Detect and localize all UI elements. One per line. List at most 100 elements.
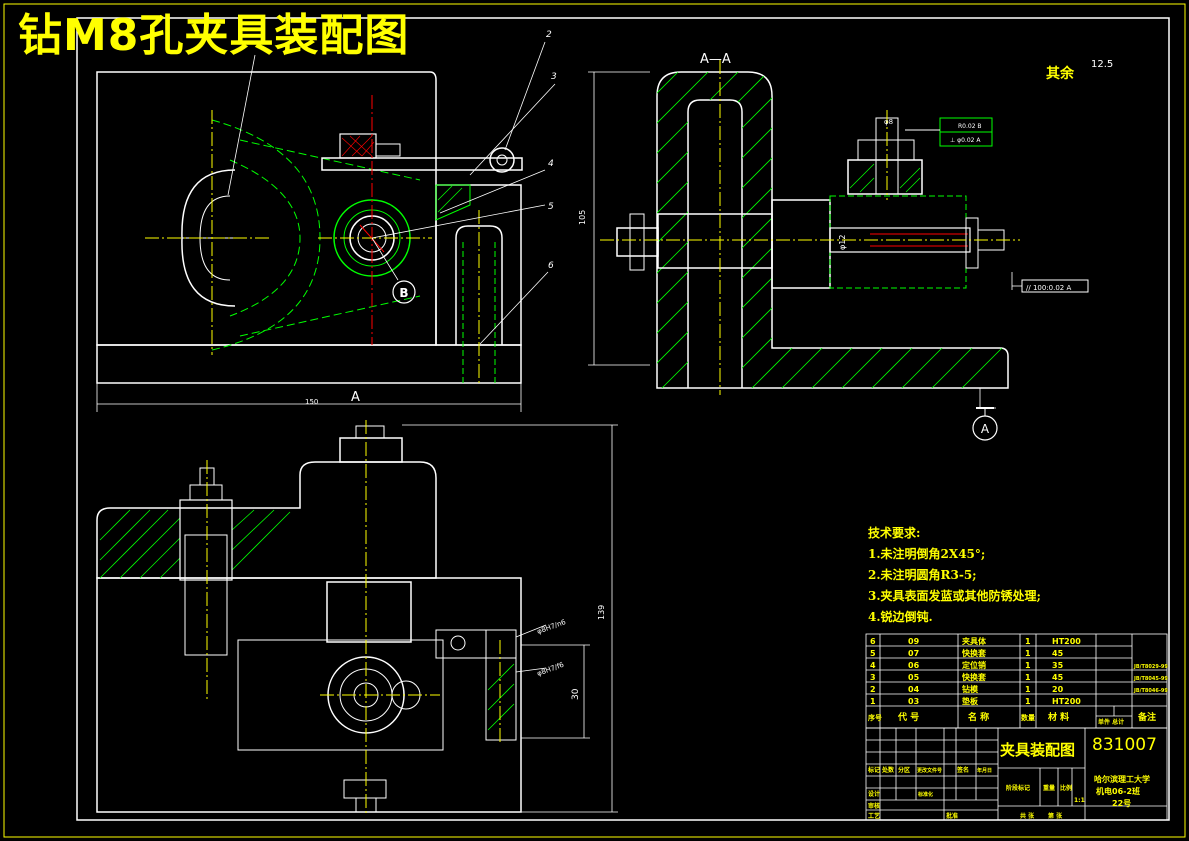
datum-b-label: B <box>399 286 408 300</box>
roughness-symbol: 12.5 <box>1091 59 1114 70</box>
bom-qty: 1 <box>1025 697 1031 706</box>
bom-seq: 1 <box>870 697 876 706</box>
fit-1: φ8H7/n6 <box>536 618 567 636</box>
front-view: 139 30 φ8H7/n6 φ8H7/f6 <box>96 420 618 815</box>
bom-material: 20 <box>1052 685 1064 694</box>
section-label: A—A <box>700 52 731 67</box>
callout-2: 2 <box>546 30 552 40</box>
tb-label: 设计 <box>868 790 880 798</box>
datum-a-label: A <box>981 422 990 436</box>
tech-heading: 技术要求: <box>868 526 921 540</box>
tb-label: 批准 <box>946 812 958 820</box>
section-a-a: A—A <box>578 52 1089 441</box>
bom-header-note: 备注 <box>1137 711 1156 723</box>
tb-label: 比例 <box>1060 784 1072 792</box>
callout-4: 4 <box>548 159 554 169</box>
bom-qty: 1 <box>1025 673 1031 682</box>
tb-label: 签名 <box>956 766 969 774</box>
bom-qty: 1 <box>1025 649 1031 658</box>
tolerance-2: // 100:0.02 A <box>1026 284 1071 292</box>
school-name: 哈尔滨理工大学 <box>1094 774 1150 784</box>
bom-qty: 1 <box>1025 661 1031 670</box>
technical-requirements: 技术要求: 1.未注明倒角2X45°; 2.未注明圆角R3-5; 3.夹具表面发… <box>868 523 1041 628</box>
bom-header-code: 代 号 <box>897 711 919 723</box>
student-number: 22号 <box>1112 799 1131 808</box>
dim-d12: φ12 <box>838 235 847 250</box>
bom-rows: 6 09 夹具体 1 HT200 5 07 快换套 1 45 4 06 定位销 … <box>867 636 1168 726</box>
bom-header-qty: 数量 <box>1021 713 1035 722</box>
drawing-name: 夹具装配图 <box>1000 741 1075 759</box>
tech-item-1: 1.未注明倒角2X45°; <box>868 547 986 561</box>
view-a-label: A <box>351 390 360 405</box>
tb-label: 第 张 <box>1047 812 1063 820</box>
bom-code: 07 <box>908 649 919 658</box>
tech-item-3: 3.夹具表面发蓝或其他防锈处理; <box>868 589 1041 603</box>
callout-5: 5 <box>548 202 554 212</box>
bom-seq: 2 <box>870 685 876 694</box>
tb-label: 标记 <box>867 766 880 774</box>
bom-name: 夹具体 <box>962 636 987 646</box>
dim-height-side: 105 <box>578 210 587 225</box>
tb-label: 标准化 <box>917 791 933 798</box>
bom-code: 05 <box>908 673 920 682</box>
dim-30: 30 <box>571 688 581 700</box>
bom-header-material: 材 料 <box>1047 711 1069 723</box>
bom-code: 06 <box>908 661 920 670</box>
bom-std: JB/T8029-99 <box>1133 664 1168 670</box>
dim-height-bottom: 139 <box>597 605 606 620</box>
bom-material: HT200 <box>1052 697 1081 706</box>
tb-label: 重量 <box>1043 784 1055 792</box>
tb-label: 更改文件号 <box>917 767 942 774</box>
bom-seq: 3 <box>870 673 876 682</box>
bom-material: 45 <box>1052 673 1064 682</box>
rest-note: 其余 <box>1046 66 1074 82</box>
tb-label: 共 张 <box>1020 812 1035 820</box>
bom-qty: 1 <box>1025 685 1031 694</box>
bom-code: 03 <box>908 697 919 706</box>
dim-d8: φ8 <box>884 118 893 126</box>
title-block-text: 夹具装配图 831007 哈尔滨理工大学 机电06-2班 22号 1:1 标记 … <box>867 735 1157 820</box>
callout-6: 6 <box>548 261 554 271</box>
class-name: 机电06-2班 <box>1096 786 1140 796</box>
title-block <box>865 727 1168 821</box>
tb-label: 年月日 <box>977 767 992 774</box>
bom-seq: 5 <box>870 649 876 658</box>
outer-border <box>3 3 1186 838</box>
callout-3: 3 <box>551 72 557 82</box>
bom-material: HT200 <box>1052 637 1081 646</box>
bom-name: 定位销 <box>961 660 986 670</box>
bom-seq: 4 <box>870 661 876 670</box>
bom-name: 钻模 <box>962 684 979 694</box>
bom-material: 45 <box>1052 649 1064 658</box>
tech-item-4: 4.锐边倒钝. <box>868 610 933 624</box>
tech-item-2: 2.未注明圆角R3-5; <box>868 568 977 582</box>
bom-header-seq: 序号 <box>867 713 882 722</box>
bom-std: JB/T8045-99 <box>1133 676 1168 682</box>
tb-label: 工艺 <box>868 812 880 820</box>
bom-code: 04 <box>908 685 920 694</box>
tb-label: 审核 <box>868 802 880 810</box>
tb-label: 处数 <box>881 766 895 774</box>
inner-border <box>76 17 1170 821</box>
bom-seq: 6 <box>870 637 876 646</box>
drawing-title: 钻M8孔夹具装配图 <box>18 10 410 61</box>
bom-code: 09 <box>908 637 920 646</box>
top-view: B 150 A 2 3 4 5 6 <box>96 30 557 412</box>
bom-header-name: 名 称 <box>968 711 989 723</box>
bom-header-weight: 单件 总计 <box>1098 718 1124 726</box>
fit-2: φ8H7/f6 <box>536 661 566 678</box>
bom-material: 35 <box>1052 661 1064 670</box>
bom-std: JB/T8046-99 <box>1133 688 1168 694</box>
dim-width: 150 <box>305 398 318 406</box>
bom-name: 垫板 <box>962 696 979 706</box>
tb-label: 阶段标记 <box>1006 784 1030 792</box>
bom-name: 快换套 <box>962 672 987 682</box>
bom-qty: 1 <box>1025 637 1031 646</box>
tolerance-1: ⊥ φ0.02 A <box>950 137 981 144</box>
drawing-number: 831007 <box>1092 735 1157 755</box>
tolerance-3: R0.02 B <box>958 123 982 130</box>
tb-label: 分区 <box>898 766 910 774</box>
scale-value: 1:1 <box>1074 797 1085 804</box>
bom-name: 快换套 <box>962 648 987 658</box>
